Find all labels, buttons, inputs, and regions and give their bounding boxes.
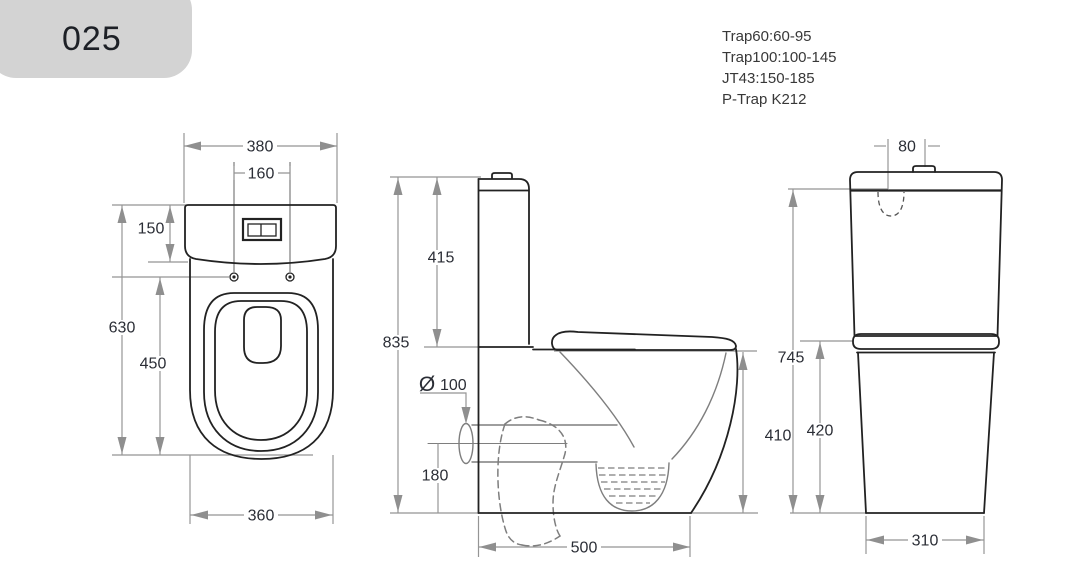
dim-front-cistern-width: 380 [184, 138, 337, 156]
dim-front-button-spacing: 160 [233, 165, 291, 183]
dim-side-bowl-height: 410 [738, 352, 792, 513]
rear-cistern-outline [849, 171, 1003, 337]
side-view: 835 415 Ø 100 180 [379, 172, 792, 557]
front-base-width-label: 360 [248, 508, 275, 525]
outlet-diameter-symbol: Ø [419, 373, 435, 396]
trap-spec-line: Trap100:100-145 [722, 49, 837, 66]
flush-button-outer [241, 217, 283, 242]
model-number-tab [0, 0, 192, 78]
dim-front-base-width: 360 [190, 507, 333, 525]
dim-side-cistern-height: 415 [424, 177, 458, 347]
rear-body-outline [857, 351, 995, 514]
rear-flush-button-top [912, 165, 936, 173]
water-pocket [595, 462, 670, 512]
rear-view: 80 745 420 [774, 139, 1003, 554]
side-bowl-height-label: 410 [765, 428, 792, 445]
flush-button [241, 217, 283, 242]
front-view: 380 160 150 63 [105, 133, 338, 525]
dim-rear-bowl-height: 420 [803, 341, 837, 513]
dim-rear-base-width: 310 [866, 532, 984, 550]
rear-bowl-height-label: 420 [807, 423, 834, 440]
trap-spec-line: Trap60:60-95 [722, 28, 812, 45]
trap-spec-list: Trap60:60-95 Trap100:100-145 JT43:150-18… [722, 26, 837, 110]
trap-hidden-outline [497, 416, 567, 547]
side-total-height-label: 835 [383, 335, 410, 352]
front-bowl-height-label: 450 [140, 356, 167, 373]
trap-spec-line: JT43:150-185 [722, 70, 815, 87]
rear-extension-lines [788, 153, 985, 554]
dim-rear-inlet-offset: 80 [874, 139, 940, 156]
rear-inlet-offset-label: 80 [898, 139, 916, 156]
bowl-funnel-front [671, 352, 727, 460]
rear-total-height-label: 745 [778, 350, 805, 367]
dim-side-total-height: 835 [379, 177, 413, 513]
front-cistern-width-label: 380 [247, 139, 274, 156]
seat-inner-ring [214, 300, 308, 441]
side-cistern-height-label: 415 [428, 250, 455, 267]
inlet-hole-hidden [877, 191, 905, 217]
fixing-hole-right [285, 272, 295, 282]
dim-rear-total-height: 745 [774, 189, 808, 513]
front-cistern-height-label: 150 [138, 221, 165, 238]
dim-side-depth: 500 [478, 539, 690, 557]
trap-spec-line: P-Trap K212 [722, 91, 807, 108]
front-extension-lines [112, 133, 338, 524]
model-number: 025 [62, 20, 122, 58]
side-seat-profile [551, 330, 737, 351]
dim-front-bowl-height: 450 [136, 277, 170, 455]
seat-outer-ring [203, 292, 319, 452]
side-extension-lines [390, 176, 758, 557]
front-cistern-outline [184, 204, 337, 265]
dim-front-cistern-height: 150 [138, 205, 175, 262]
flush-button-inner [247, 223, 277, 237]
rear-seat-band [852, 333, 1000, 350]
side-front-profile [690, 348, 739, 514]
bowl-opening [243, 306, 282, 364]
bowl-funnel-back [559, 351, 635, 448]
dim-front-total-height: 630 [105, 205, 139, 455]
fixing-hole-left [229, 272, 239, 282]
dim-side-outlet-height: 180 [418, 443, 452, 513]
callout-outlet-diameter: Ø 100 [419, 373, 471, 424]
rear-base-width-label: 310 [912, 533, 939, 550]
side-cistern-outline [477, 178, 530, 345]
front-total-height-label: 630 [109, 320, 136, 337]
front-body-outline [189, 258, 334, 460]
outlet-diameter-label: 100 [440, 377, 467, 394]
side-flush-button-top [491, 172, 513, 179]
side-depth-label: 500 [571, 540, 598, 557]
side-outlet-height-label: 180 [422, 468, 449, 485]
front-button-spacing-label: 160 [248, 166, 275, 183]
